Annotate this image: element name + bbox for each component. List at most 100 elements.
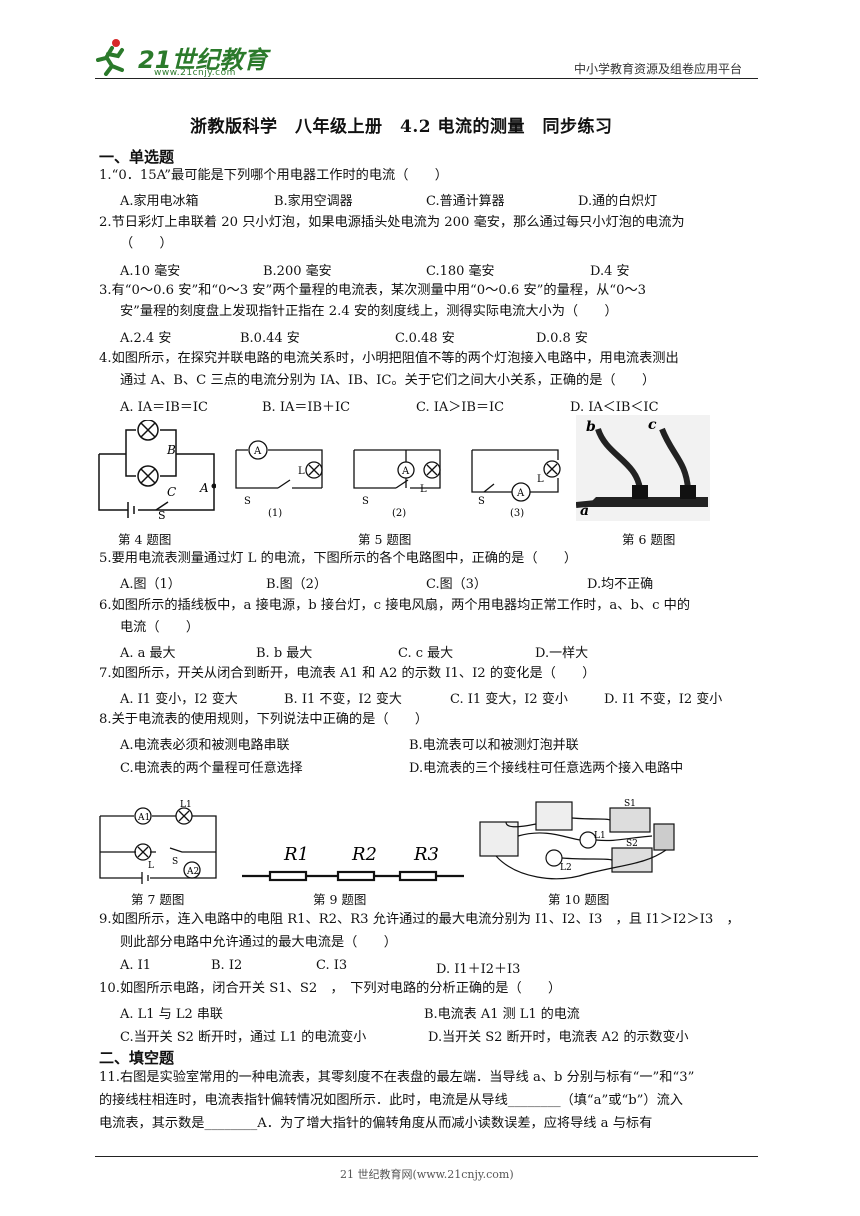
fig9-label-r1: R1 <box>283 844 309 865</box>
caption-fig7: 第 7 题图 <box>131 892 185 907</box>
logo-text: 21世纪教育 <box>138 46 268 74</box>
q8-option-d: D.电流表的三个接线柱可任意选两个接入电路中 <box>409 761 684 776</box>
fig5-switch-label-1: S <box>244 496 251 507</box>
figure-6-power-strip: b c a <box>576 415 710 521</box>
q4-option-c: C. IA＞IB＝IC <box>416 400 505 415</box>
section-fill-in: 二、填空题 <box>99 1049 175 1067</box>
fig5-lamp-label-1: L <box>298 466 305 477</box>
caption-fig10: 第 10 题图 <box>548 892 610 907</box>
q7-option-b: B. I1 不变，I2 变大 <box>284 692 402 707</box>
q2-option-c: C.180 毫安 <box>426 264 495 279</box>
fig5-lamp-label-3: L <box>537 474 544 485</box>
fig7-label-s: S <box>172 857 178 867</box>
q9-option-b: B. I2 <box>211 958 243 973</box>
figure-7-circuit: A1 L1 L S A2 <box>99 800 217 884</box>
q4-option-b: B. IA＝IB＋IC <box>262 400 351 415</box>
question-3-line2: 安”量程的刻度盘上发现指针正指在 2.4 安的刻度线上，测得实际电流大小为（ ） <box>120 304 618 319</box>
fig4-label-c: C <box>167 485 176 499</box>
question-10: 10.如图所示电路，闭合开关 S1、S2 ， 下列对电路的分析正确的是（ ） <box>99 981 562 996</box>
q5-option-d: D.均不正确 <box>587 577 654 592</box>
q6-option-d: D.一样大 <box>535 646 589 661</box>
q5-option-c: C.图（3） <box>426 577 487 592</box>
question-11-line3: 电流表，其示数是________A．为了增大指针的偏转角度从而减小读数误差，应将… <box>99 1116 653 1131</box>
fig4-label-s: S <box>158 509 166 520</box>
q5-option-b: B.图（2） <box>266 577 327 592</box>
q10-option-d: D.当开关 S2 断开时，电流表 A2 的示数变小 <box>428 1030 689 1045</box>
section-single-choice: 一、单选题 <box>99 148 175 166</box>
q6-option-a: A. a 最大 <box>120 646 176 661</box>
fig7-label-l1: L1 <box>180 800 192 810</box>
footer-divider <box>95 1156 758 1157</box>
q4-option-a: A. IA＝IB＝IC <box>120 400 208 415</box>
logo-url: www.21cnjy.com <box>154 68 236 78</box>
q10-option-a: A. L1 与 L2 串联 <box>120 1007 223 1022</box>
caption-fig6: 第 6 题图 <box>622 532 676 547</box>
question-3: 3.有“0～0.6 安”和“0～3 安”两个量程的电流表，某次测量中用“0～0.… <box>99 283 647 298</box>
caption-fig9: 第 9 题图 <box>313 892 367 907</box>
footer-text: 21 世纪教育网(www.21cnjy.com) <box>340 1168 514 1181</box>
q3-option-d: D.0.8 安 <box>536 331 588 346</box>
figure-9-resistors: R1 R2 R3 <box>242 844 464 882</box>
fig6-label-a: a <box>580 503 589 519</box>
fig5-panel-3: (3) <box>510 508 524 519</box>
fig10-label-l2: L2 <box>560 863 572 873</box>
fig5-ammeter-label-3: A <box>516 488 525 499</box>
fig7-label-a1: A1 <box>137 813 150 823</box>
fig9-label-r3: R3 <box>413 844 439 865</box>
fig5-panel-1: (1) <box>268 508 282 519</box>
fig4-label-a: A <box>199 481 209 495</box>
q3-option-a: A.2.4 安 <box>120 331 172 346</box>
q8-option-a: A.电流表必须和被测电路串联 <box>120 738 290 753</box>
question-11-line2: 的接线柱相连时，电流表指针偏转情况如图所示．此时，电流是从导线________（… <box>99 1093 683 1108</box>
q7-option-a: A. I1 变小，I2 变大 <box>120 692 238 707</box>
fig5-switch-label-2: S <box>362 496 369 507</box>
q5-option-a: A.图（1） <box>120 577 181 592</box>
figure-10-apparatus: S1 L1 L2 S2 <box>479 799 675 880</box>
question-5: 5.要用电流表测量通过灯 L 的电流，下图所示的各个电路图中，正确的是（ ） <box>99 551 578 566</box>
q6-option-b: B. b 最大 <box>256 646 313 661</box>
fig7-label-a2: A2 <box>186 867 199 877</box>
q8-option-c: C.电流表的两个量程可任意选择 <box>120 761 303 776</box>
q3-option-c: C.0.48 安 <box>395 331 455 346</box>
fig9-label-r2: R2 <box>351 844 377 865</box>
fig5-panel-2: (2) <box>392 508 406 519</box>
question-7: 7.如图所示，开关从闭合到断开，电流表 A1 和 A2 的示数 I1、I2 的变… <box>99 666 596 681</box>
q1-option-d: D.通的白炽灯 <box>578 194 658 209</box>
fig6-label-c: c <box>648 417 657 433</box>
fig4-label-b: B <box>166 443 176 457</box>
figure-5-circuits: A L S (1) A L S (2) A L S (3) <box>235 440 561 519</box>
q1-option-a: A.家用电冰箱 <box>120 194 199 209</box>
fig5-ammeter-label-2: A <box>401 466 410 477</box>
q9-option-d: D. I1＋I2＋I3 <box>436 962 521 977</box>
q7-option-d: D. I1 不变，I2 变小 <box>604 692 723 707</box>
question-11-line1: 11.右图是实验室常用的一种电流表，其零刻度不在表盘的最左端．当导线 a、b 分… <box>99 1070 695 1085</box>
q2-option-a: A.10 毫安 <box>120 264 181 279</box>
fig10-label-l1: L1 <box>594 831 606 841</box>
question-6-line2: 电流（ ） <box>120 620 200 635</box>
q10-option-b: B.电流表 A1 测 L1 的电流 <box>424 1007 580 1022</box>
fig7-label-l: L <box>148 861 154 871</box>
question-2: 2.节日彩灯上串联着 20 只小灯泡，如果电源插头处电流为 200 毫安，那么通… <box>99 215 685 230</box>
fig10-label-s2: S2 <box>626 839 638 849</box>
fig5-lamp-label-2: L <box>420 484 427 495</box>
caption-fig4: 第 4 题图 <box>118 532 172 547</box>
logo <box>92 36 132 80</box>
runner-logo-icon <box>96 39 124 76</box>
question-8: 8.关于电流表的使用规则，下列说法中正确的是（ ） <box>99 712 429 727</box>
question-6: 6.如图所示的插线板中，a 接电源，b 接台灯，c 接电风扇，两个用电器均正常工… <box>99 598 691 613</box>
fig6-label-b: b <box>586 419 596 435</box>
figure-4-parallel-circuit: B C A S <box>98 420 216 520</box>
q9-option-c: C. I3 <box>316 958 348 973</box>
q3-option-b: B.0.44 安 <box>240 331 300 346</box>
header-divider <box>95 78 758 79</box>
q2-option-b: B.200 毫安 <box>263 264 332 279</box>
fig5-ammeter-label-1: A <box>253 446 262 457</box>
page-title: 浙教版科学 八年级上册 4.2 电流的测量 同步练习 <box>190 117 613 137</box>
q10-option-c: C.当开关 S2 断开时，通过 L1 的电流变小 <box>120 1030 367 1045</box>
question-2-line2: （ ） <box>120 236 173 251</box>
q9-option-a: A. I1 <box>120 958 152 973</box>
fig5-switch-label-3: S <box>478 496 485 507</box>
q1-option-c: C.普通计算器 <box>426 194 505 209</box>
question-9-line2: 则此部分电路中允许通过的最大电流是（ ） <box>120 935 397 950</box>
q8-option-b: B.电流表可以和被测灯泡并联 <box>409 738 579 753</box>
